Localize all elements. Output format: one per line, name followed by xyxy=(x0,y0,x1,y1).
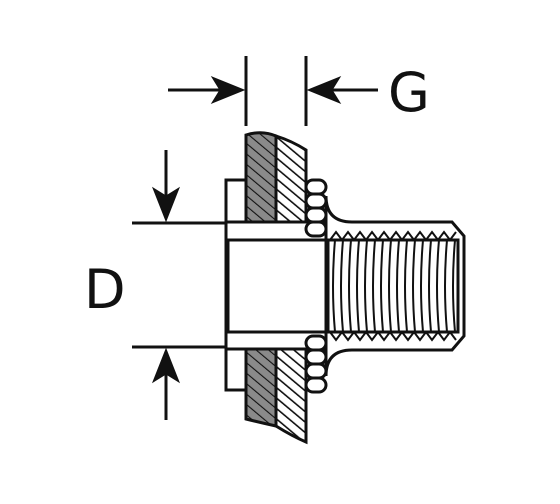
sheet-metal xyxy=(244,131,308,445)
sheet-upper-dark xyxy=(244,131,278,224)
sheet-upper-light xyxy=(274,133,308,224)
sheet-lower-light xyxy=(274,347,308,445)
gap-arrow-right xyxy=(306,75,342,105)
diameter-dimension xyxy=(132,150,226,420)
sheet-lower-dark xyxy=(244,347,278,428)
gap-arrow-left xyxy=(210,75,246,105)
internal-thread xyxy=(332,240,456,332)
gap-dimension xyxy=(168,56,378,126)
diameter-label: D xyxy=(84,258,126,321)
bulge-lower xyxy=(304,334,328,394)
thread-crests xyxy=(329,230,457,342)
bulge-upper xyxy=(304,178,328,238)
diameter-arrow-top xyxy=(151,186,181,223)
diameter-arrow-bottom xyxy=(151,347,181,384)
rivet-nut xyxy=(224,178,466,394)
bore xyxy=(226,238,330,334)
gap-label: G xyxy=(388,61,430,124)
